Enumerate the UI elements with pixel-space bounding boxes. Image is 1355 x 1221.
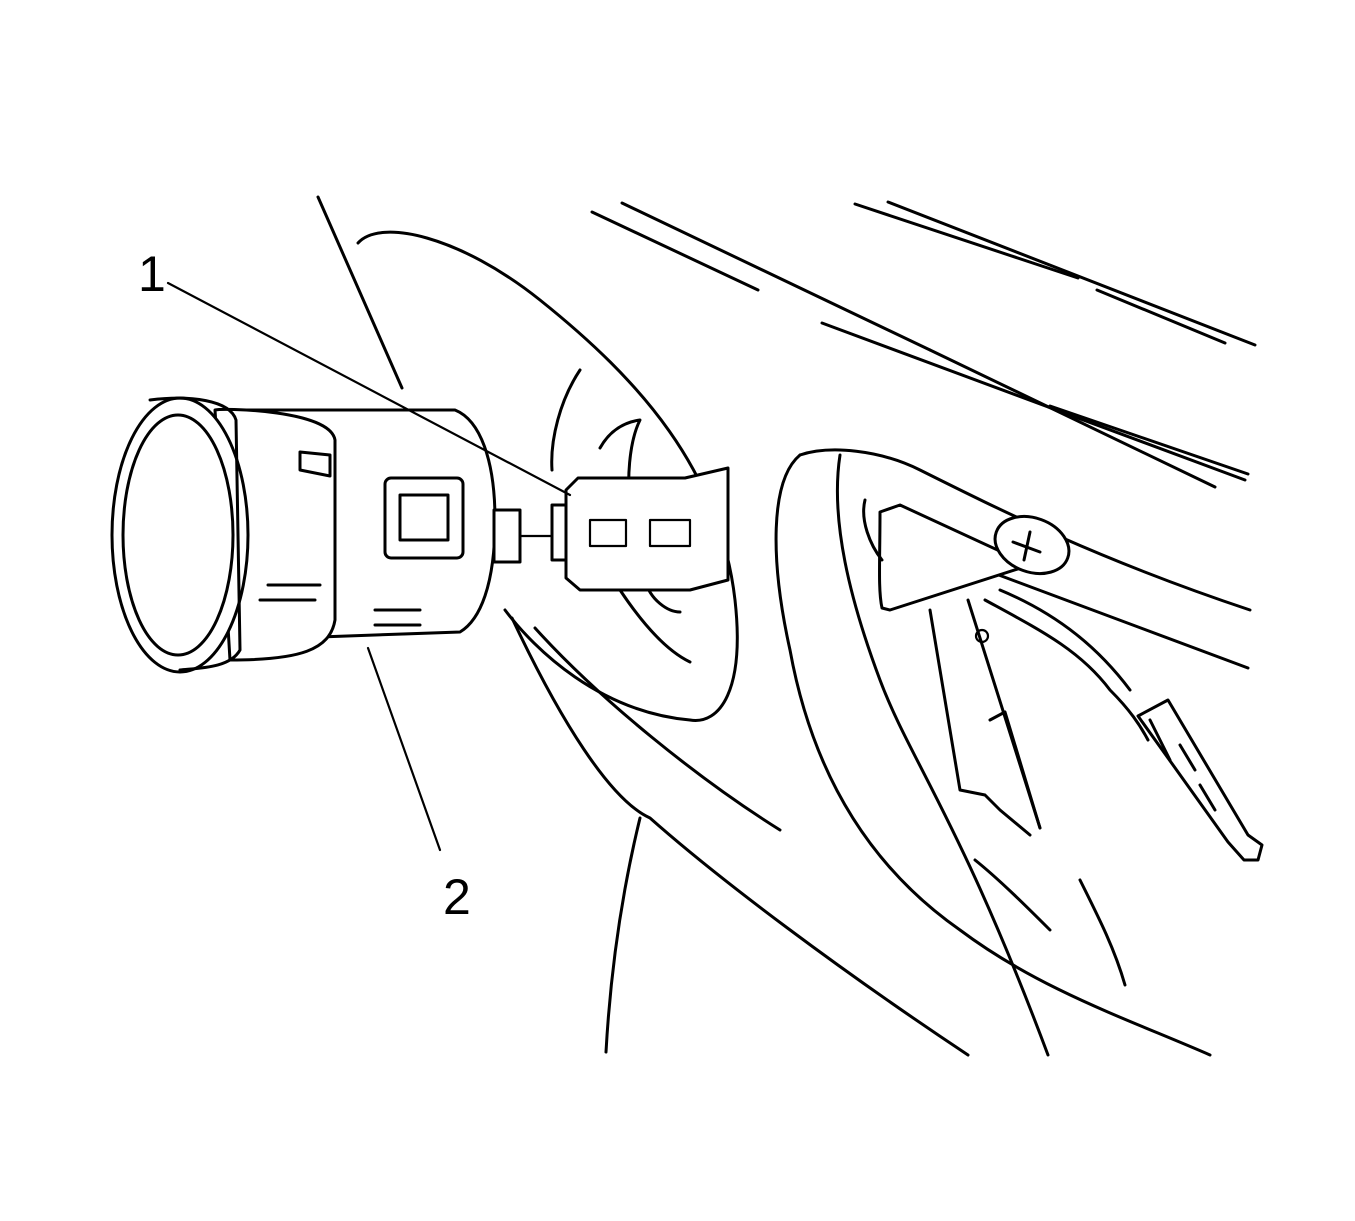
callout-2-label: 2: [443, 869, 471, 925]
screw-icon: [993, 514, 1071, 576]
console-bezel: [774, 448, 1252, 1057]
panel-outline: [316, 195, 970, 1057]
callout-2-leader: [366, 646, 442, 852]
electrical-connector: [550, 466, 730, 592]
wire-harness: [983, 588, 1264, 862]
mounting-bracket: [862, 498, 1042, 837]
callout-1-leader: [166, 281, 572, 497]
body-trim-lines: [590, 200, 1257, 489]
power-outlet-socket: [110, 396, 554, 674]
callout-1-label: 1: [138, 246, 166, 302]
